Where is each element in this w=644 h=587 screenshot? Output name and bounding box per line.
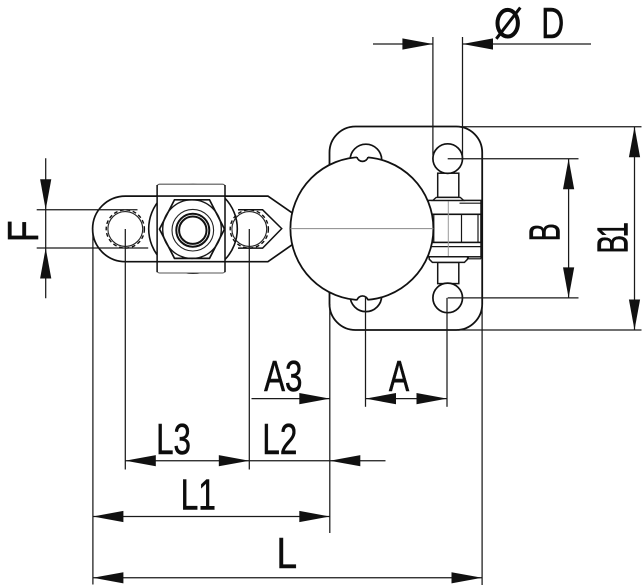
svg-text:B: B — [521, 223, 569, 241]
svg-text:F: F — [0, 220, 48, 242]
svg-text:B1: B1 — [589, 223, 637, 254]
svg-text:D: D — [541, 0, 564, 48]
svg-text:L: L — [277, 530, 298, 578]
svg-text:A3: A3 — [264, 353, 302, 401]
svg-text:A: A — [389, 353, 409, 401]
svg-text:L2: L2 — [262, 416, 297, 464]
svg-text:L1: L1 — [181, 472, 216, 520]
svg-text:L3: L3 — [156, 416, 191, 464]
